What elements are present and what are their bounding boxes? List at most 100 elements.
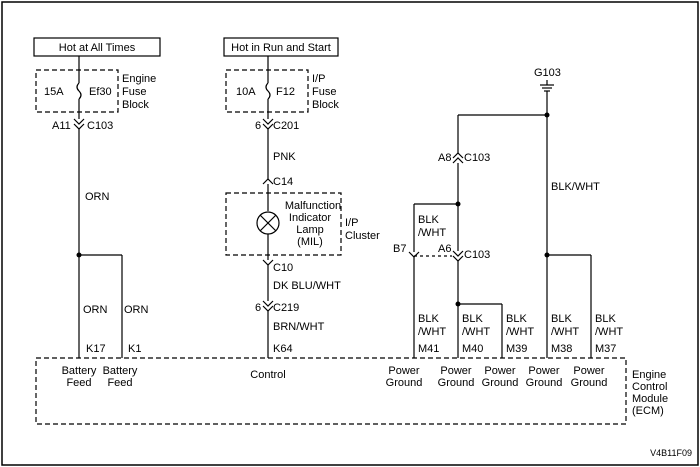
wire-blk-wht-mid-1: BLK (418, 214, 439, 226)
wire-blk-wht-m41-1: BLK (418, 313, 439, 325)
connector-c103-a8-icon (452, 152, 464, 164)
ip-fuse-block-label-2: Fuse (312, 86, 336, 98)
wire-blk-wht-mid-2: /WHT (418, 227, 446, 239)
connector-c103-a6-label: C103 (464, 249, 490, 261)
splice-dot-m38 (544, 252, 550, 258)
ecm-power-ground-m41-2: Ground (386, 377, 423, 389)
engine-fuse-block (35, 69, 119, 113)
ecm-label-3: Module (632, 393, 668, 405)
mil-label-3: Lamp (296, 224, 324, 236)
ecm-pin-m37: M37 (595, 343, 616, 355)
ip-fuse-block-label-1: I/P (312, 73, 325, 85)
ecm-power-ground-m40-2: Ground (438, 377, 475, 389)
ecm-pin-m40: M40 (462, 343, 483, 355)
wire-brn-wht: BRN/WHT (273, 321, 325, 333)
ecm-power-ground-m41-1: Power (388, 365, 420, 377)
connector-c219-icon (262, 300, 274, 312)
ip-cluster-box (225, 192, 342, 256)
ecm-power-ground-m38-2: Ground (526, 377, 563, 389)
wire-blk-wht-right: BLK/WHT (551, 181, 600, 193)
ecm-power-ground-m38-1: Power (528, 365, 560, 377)
wire-blk-wht-m38-2: /WHT (551, 326, 579, 338)
wire-blk-wht-m37-1: BLK (595, 313, 616, 325)
ecm-pin-k64: K64 (273, 343, 293, 355)
ecm-battery-feed-k1-1: Battery (103, 365, 138, 377)
ecm-pin-m39: M39 (506, 343, 527, 355)
splice-dot-orn (76, 252, 82, 258)
figure-id: V4B11F09 (650, 448, 692, 458)
ecm-battery-feed-k17-2: Feed (66, 377, 91, 389)
engine-fuse-block-label-1: Engine (122, 73, 156, 85)
fuse-f12-icon (265, 82, 271, 100)
ecm-battery-feed-k1-2: Feed (107, 377, 132, 389)
wire-blk-wht-m39-1: BLK (506, 313, 527, 325)
wire-blk-wht-m38-1: BLK (551, 313, 572, 325)
ecm-power-ground-m39-2: Ground (482, 377, 519, 389)
ecm-power-ground-m39-1: Power (484, 365, 516, 377)
wire-blk-wht-m39-2: /WHT (506, 326, 534, 338)
connector-c201-icon (262, 118, 274, 130)
pin-6-c201-label: 6 (255, 120, 261, 132)
wire-pnk: PNK (273, 151, 296, 163)
ecm-pin-m38: M38 (551, 343, 572, 355)
ecm-battery-feed-k17-1: Battery (62, 365, 97, 377)
connector-c201-label: C201 (273, 120, 299, 132)
ip-fuse-block (225, 69, 309, 113)
hot-at-all-times-box (33, 37, 161, 57)
splice-dot-m40 (455, 301, 461, 307)
connector-c14-label: C14 (273, 176, 293, 188)
fuse-ef30-icon (76, 82, 82, 100)
ip-fuse-block-label-3: Block (312, 99, 339, 111)
ecm-pin-k17: K17 (86, 343, 106, 355)
ip-cluster-label-2: Cluster (345, 230, 380, 242)
ip-cluster-label-1: I/P (345, 217, 358, 229)
connector-c10-icon (262, 259, 274, 266)
mil-label-1: Malfunction (285, 200, 341, 212)
connector-a6-label: A6 (438, 243, 451, 255)
connector-c103-icon (73, 118, 85, 130)
connector-c103-label: C103 (87, 120, 113, 132)
ip-fuse-amp: 10A (236, 86, 256, 98)
ecm-label-2: Control (632, 381, 667, 393)
wire-blk-wht-m40-2: /WHT (462, 326, 490, 338)
wire-orn-k1: ORN (124, 304, 149, 316)
engine-fuse-amp: 15A (44, 86, 64, 98)
wire-blk-wht-m40-1: BLK (462, 313, 483, 325)
engine-fuse-block-label-2: Fuse (122, 86, 146, 98)
wire-orn-main: ORN (85, 191, 110, 203)
ecm-power-ground-m37-2: Ground (571, 377, 608, 389)
ecm-power-ground-m40-1: Power (440, 365, 472, 377)
ip-fuse-name: F12 (276, 86, 295, 98)
splice-dot-g103-top (544, 112, 550, 118)
hot-in-run-and-start-box (223, 37, 339, 57)
connector-b7-label: B7 (393, 243, 406, 255)
ecm-control-label: Control (250, 369, 285, 381)
connector-c10-label: C10 (273, 262, 293, 274)
ecm-power-ground-m37-1: Power (573, 365, 605, 377)
wire-blk-wht-m41-2: /WHT (418, 326, 446, 338)
connector-b7-icon (408, 251, 420, 258)
mil-label-2: Indicator (289, 212, 332, 224)
pin-6-c219-label: 6 (255, 302, 261, 314)
connector-c103-a8-label: C103 (464, 152, 490, 164)
engine-fuse-block-label-3: Block (122, 99, 149, 111)
mil-label-4: (MIL) (297, 236, 323, 248)
wire-blk-wht-m37-2: /WHT (595, 326, 623, 338)
ecm-label-4: (ECM) (632, 405, 664, 417)
connector-a8-label: A8 (438, 152, 451, 164)
connector-c219-label: C219 (273, 302, 299, 314)
ecm-pin-k1: K1 (128, 343, 141, 355)
connector-c103-a6-icon (452, 250, 464, 262)
connector-a11-label: A11 (52, 120, 71, 132)
wire-orn-k17: ORN (83, 304, 108, 316)
engine-fuse-name: Ef30 (89, 86, 112, 98)
hot-in-run-and-start-label: Hot in Run and Start (231, 42, 331, 54)
connector-c14-icon (262, 178, 274, 185)
hot-at-all-times-label: Hot at All Times (59, 42, 136, 54)
wire-dk-blu-wht: DK BLU/WHT (273, 280, 341, 292)
ground-label: G103 (534, 67, 561, 79)
splice-dot-b7 (455, 201, 461, 207)
ecm-pin-m41: M41 (418, 343, 439, 355)
ecm-label-1: Engine (632, 369, 666, 381)
